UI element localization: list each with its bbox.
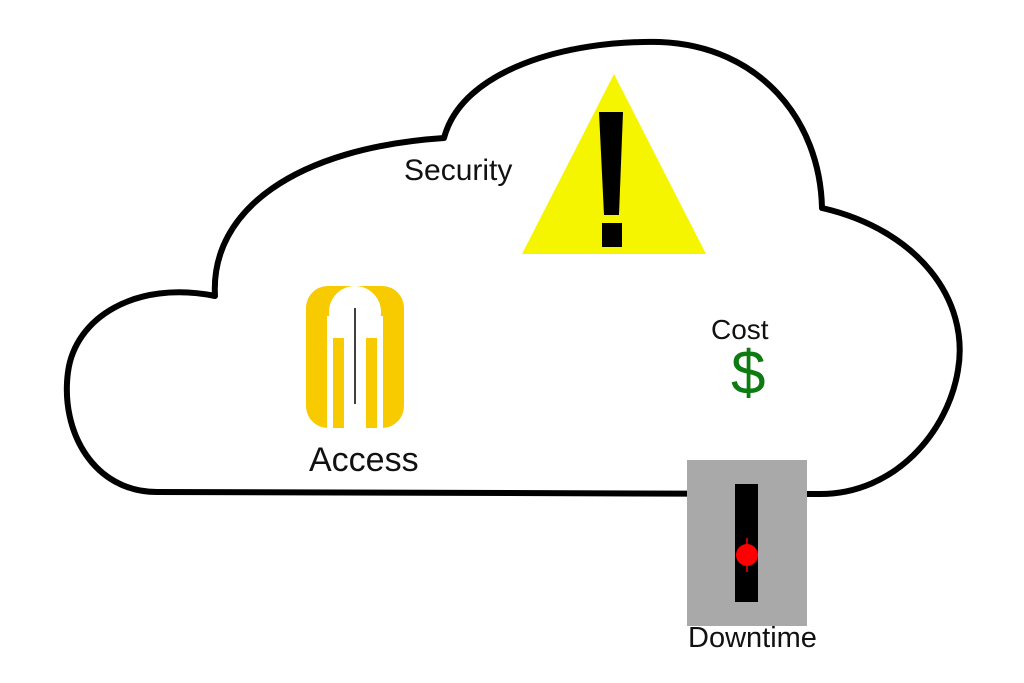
security-label: Security (404, 154, 513, 187)
switch-icon (687, 460, 807, 626)
key-card-icon (306, 286, 404, 428)
exclamation-bar (599, 112, 623, 215)
exclamation-dot (602, 223, 622, 247)
warning-triangle-icon (522, 74, 706, 254)
card-core-left (333, 338, 344, 428)
downtime-label: Downtime (688, 622, 817, 654)
dollar-icon: $ (731, 339, 766, 408)
cost-label: Cost (711, 314, 769, 345)
card-core-right (366, 338, 377, 428)
access-label: Access (309, 441, 419, 479)
